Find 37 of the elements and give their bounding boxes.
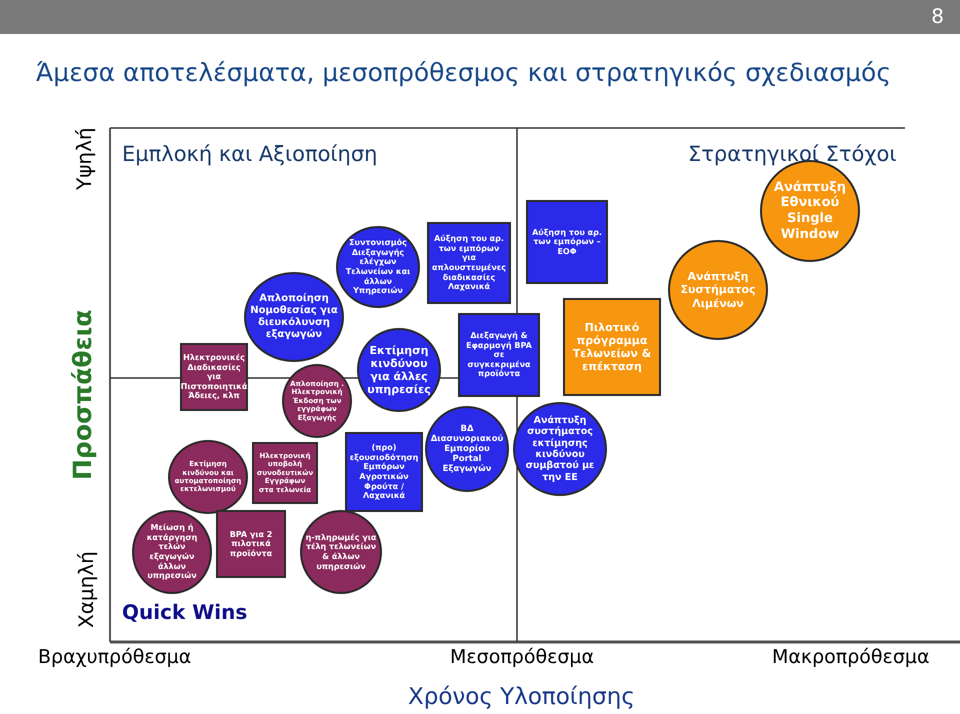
initiative-box bbox=[345, 432, 423, 512]
node-text: Ανάπτυξη συστήματος εκτίμησης κινδύνου συμβατού με την ΕΕ bbox=[524, 414, 596, 484]
node-text: Αύξηση του αρ. των εμπόρων – ΕΟΦ bbox=[531, 228, 603, 256]
initiative-box bbox=[252, 442, 318, 504]
initiative-box bbox=[458, 313, 540, 397]
quadrant-heading: Στρατηγικοί Στόχοι bbox=[688, 142, 896, 166]
axis-label: Βραχυπρόθεσμα bbox=[38, 646, 192, 668]
node-text: Μείωση ή κατάργηση τελών εξαγωγών άλλων υπηρεσιών bbox=[146, 523, 198, 581]
initiative-box bbox=[563, 298, 661, 396]
axis-title: Χρόνος Υλοποίησης bbox=[408, 684, 635, 710]
node-text: Αύξηση του αρ. των εμπόρων για απλουστευμένες διαδικασίες Λαχανικά bbox=[432, 234, 506, 292]
node-text: Διεξαγωγή & Εφαρμογή BPA σε συγκεκριμένα προϊόντα bbox=[465, 331, 533, 379]
quadrant-heading: Εμπλοκή και Αξιοποίηση bbox=[122, 142, 378, 166]
node-text: Ηλεκτρονικές Διαδικασίες για Πιστοποιητικά Άδειες, κλπ bbox=[180, 353, 248, 401]
node-text: Εκτίμηση κινδύνου για άλλες υπηρεσίες bbox=[366, 344, 432, 396]
node-text: Συντονισμός Διεξαγωγής ελέγχων Τελωνείων και άλλων Υπηρεσιών bbox=[344, 238, 412, 296]
initiative-box bbox=[180, 343, 248, 411]
node-text: Απλοποίηση Νομοθεσίας για διευκόλυνση εξαγωγών bbox=[249, 293, 339, 341]
node-text: η-πληρωμές για τέλη τελωνείων & άλλων υπηρεσιών bbox=[305, 532, 377, 572]
slide-title: Άμεσα αποτελέσματα, μεσοπρόθεσμος και στρατηγικός σχεδιασμός bbox=[36, 58, 892, 87]
axis-label: Χαμηλή bbox=[74, 551, 98, 628]
axis-title: Προσπάθεια bbox=[68, 310, 97, 480]
page-number: 8 bbox=[931, 4, 944, 28]
node-text: (προ) εξουσιοδότηση Εμπόρων Αγροτικών Φρούτα / Λαχανικά bbox=[350, 443, 418, 501]
node-text: Ανάπτυξη Εθνικού Single Window bbox=[772, 180, 848, 242]
node-text: ΒΔ Διασυνοριακού Εμπορίου Portal Εξαγωγών bbox=[430, 424, 504, 474]
node-text: BPA για 2 πιλοτικά προϊόντα bbox=[228, 530, 274, 558]
initiative-box bbox=[427, 222, 511, 304]
axis-label: Υψηλή bbox=[72, 127, 96, 190]
axis-label: Μεσοπρόθεσμα bbox=[450, 646, 594, 668]
axis-label: Μακροπρόθεσμα bbox=[772, 646, 930, 668]
initiative-circle bbox=[244, 272, 344, 362]
quadrant-heading: Quick Wins bbox=[122, 600, 248, 624]
node-text: Ανάπτυξη Συστήματος Λιμένων bbox=[679, 270, 757, 310]
initiative-box bbox=[216, 510, 286, 578]
node-text: Πιλοτικό πρόγραμμα Τελωνείων & επέκταση bbox=[572, 320, 652, 374]
initiative-box bbox=[526, 200, 608, 284]
